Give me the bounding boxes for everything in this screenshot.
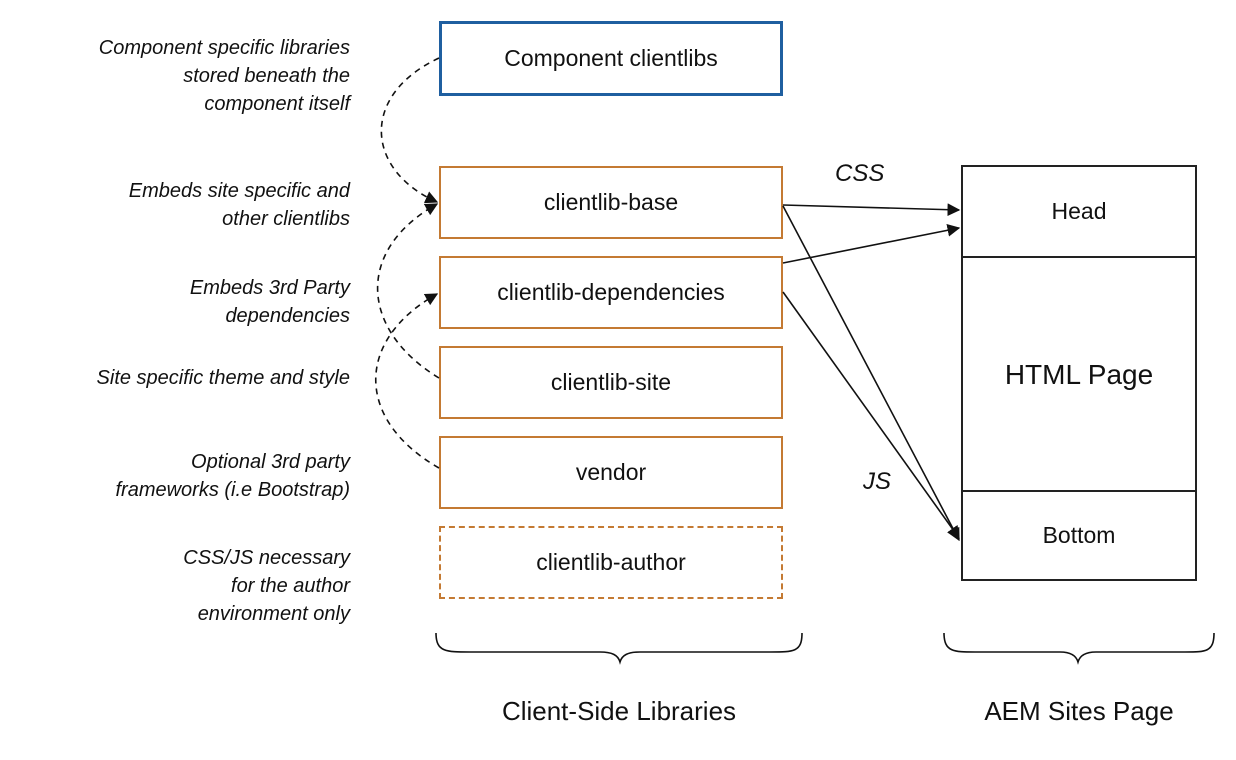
embed-arrow-component-to-base [380, 57, 440, 204]
clientlib-site-label: clientlib-site [550, 369, 672, 395]
annotation-line: environment only [197, 603, 350, 625]
css-flow-label: CSS [835, 160, 885, 187]
page-head-section: Head [963, 167, 1195, 258]
component-clientlibs-label: Component clientlibs [504, 45, 718, 71]
annotation-line: for the author [231, 575, 350, 597]
annotation-line: frameworks (i.e Bootstrap) [115, 479, 350, 501]
aem-page-box: Head HTML Page Bottom [961, 165, 1197, 581]
js-flow-label: JS [863, 468, 892, 495]
page-bottom-label: Bottom [1042, 522, 1116, 548]
annotation-line: stored beneath the [183, 65, 350, 87]
vendor-label: vendor [575, 459, 647, 485]
embed-arrow-vendor-to-dependencies [375, 293, 440, 469]
clientlib-author-box: clientlib-author [439, 526, 783, 599]
annotation-line: Optional 3rd party [191, 451, 350, 473]
aem-sites-page-label: AEM Sites Page [984, 696, 1174, 726]
clientlib-site-box: clientlib-site [439, 346, 783, 419]
embed-arrow-site-to-base [376, 203, 440, 379]
css-arrow-dependencies-to-head [782, 223, 961, 264]
aem-sites-page-brace [943, 632, 1215, 665]
annotation-line: dependencies [225, 305, 350, 327]
annotation-site: Site specific theme and style [10, 364, 350, 392]
annotation-dependencies: Embeds 3rd Party dependencies [10, 274, 350, 330]
annotation-line: CSS/JS necessary [183, 547, 350, 569]
annotation-line: Embeds site specific and [128, 180, 350, 202]
page-body-section: HTML Page [963, 258, 1195, 492]
annotation-line: other clientlibs [222, 208, 350, 230]
js-arrow-dependencies-to-bottom [782, 291, 960, 540]
annotation-line: Component specific libraries [98, 37, 350, 59]
page-body-label: HTML Page [1004, 359, 1154, 390]
page-bottom-section: Bottom [963, 490, 1195, 579]
js-arrow-base-to-bottom [782, 205, 960, 542]
annotation-author: CSS/JS necessary for the author environm… [10, 544, 350, 628]
clientlib-author-label: clientlib-author [536, 549, 686, 575]
css-arrow-base-to-head [782, 203, 961, 217]
clientlib-dependencies-box: clientlib-dependencies [439, 256, 783, 329]
clientlib-dependencies-label: clientlib-dependencies [497, 279, 725, 305]
clientlib-base-label: clientlib-base [543, 189, 679, 215]
vendor-box: vendor [439, 436, 783, 509]
client-side-libraries-label: Client-Side Libraries [501, 696, 737, 726]
annotation-vendor: Optional 3rd party frameworks (i.e Boots… [10, 448, 350, 504]
annotation-line: Site specific theme and style [96, 367, 350, 389]
annotation-base: Embeds site specific and other clientlib… [10, 177, 350, 233]
annotation-component: Component specific libraries stored bene… [10, 34, 350, 118]
annotation-line: component itself [204, 93, 350, 115]
clientlib-base-box: clientlib-base [439, 166, 783, 239]
page-head-label: Head [1051, 198, 1107, 224]
annotation-line: Embeds 3rd Party [189, 277, 350, 299]
client-side-libraries-brace [435, 632, 803, 665]
component-clientlibs-box: Component clientlibs [439, 21, 783, 96]
